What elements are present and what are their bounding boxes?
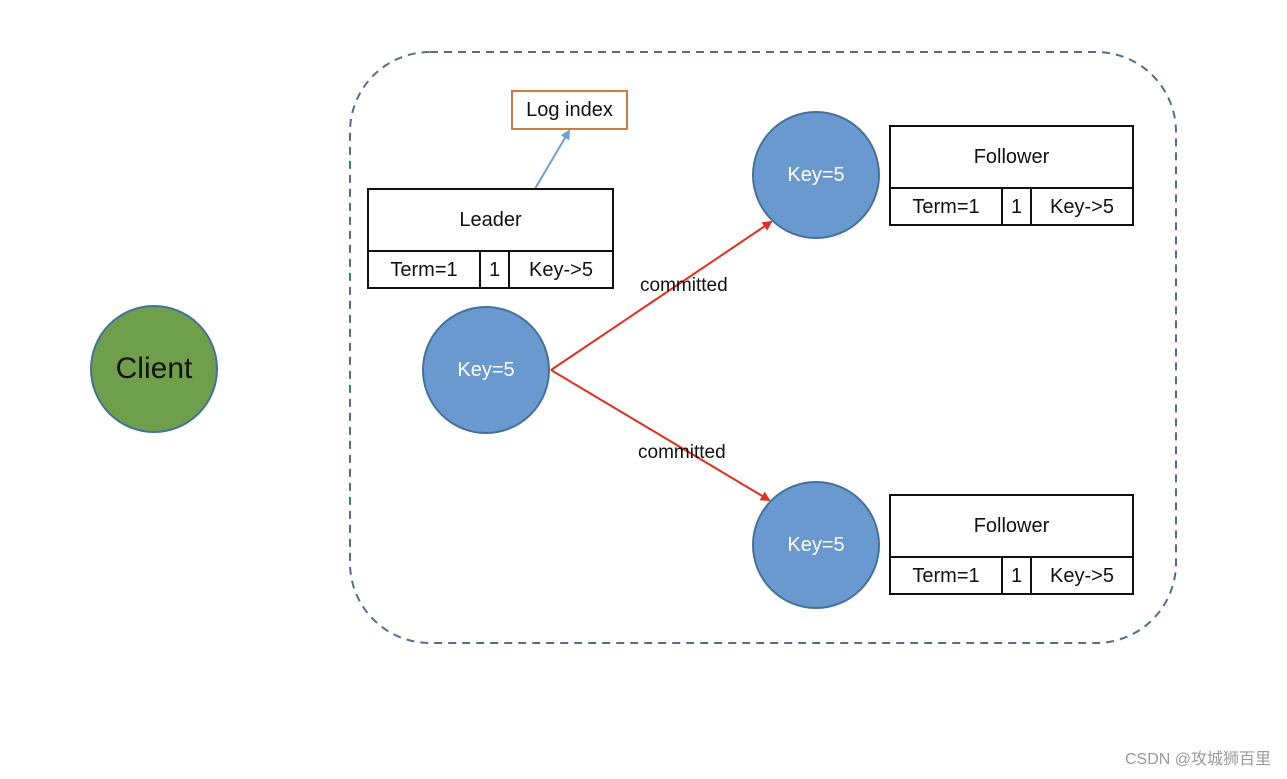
follower-1-node: Key=5 — [752, 111, 880, 239]
follower-1-node-label: Key=5 — [787, 163, 845, 186]
leader-index-cell: 1 — [481, 252, 510, 289]
follower-2-node-label: Key=5 — [787, 533, 845, 556]
leader-table-title: Leader — [369, 190, 612, 252]
follower-2-index-cell: 1 — [1003, 558, 1032, 595]
commit-label-follower-1: committed — [640, 275, 728, 296]
cluster-boundary — [349, 51, 1177, 644]
leader-node-label: Key=5 — [457, 358, 515, 381]
watermark: CSDN @攻城狮百里 — [1124, 751, 1271, 768]
leader-log-entry-row: Term=1 1 Key->5 — [369, 252, 612, 289]
commit-arrow-to-follower-1 — [550, 220, 773, 371]
follower-2-log-entry-row: Term=1 1 Key->5 — [891, 558, 1132, 595]
follower-2-term-cell: Term=1 — [891, 558, 1003, 595]
follower-1-index-cell: 1 — [1003, 189, 1032, 226]
leader-entry-cell: Key->5 — [529, 259, 593, 281]
commit-arrow-to-follower-2 — [550, 369, 771, 502]
follower-1-entry-cell: Key->5 — [1050, 196, 1114, 218]
leader-term-cell: Term=1 — [369, 252, 481, 289]
log-index-box: Log index — [511, 90, 628, 130]
leader-node: Key=5 — [422, 306, 550, 434]
follower-2-table-title: Follower — [891, 496, 1132, 558]
client-node: Client — [90, 305, 218, 433]
follower-1-table-title: Follower — [891, 127, 1132, 189]
log-index-label: Log index — [526, 98, 613, 121]
client-label: Client — [115, 352, 193, 385]
follower-2-node: Key=5 — [752, 481, 880, 609]
follower-1-log-table: Follower Term=1 1 Key->5 — [889, 125, 1134, 226]
leader-log-table: Leader Term=1 1 Key->5 — [367, 188, 614, 289]
follower-2-entry-cell: Key->5 — [1050, 565, 1114, 587]
commit-label-follower-2: committed — [638, 442, 726, 463]
follower-1-term-cell: Term=1 — [891, 189, 1003, 226]
follower-2-log-table: Follower Term=1 1 Key->5 — [889, 494, 1134, 595]
follower-1-log-entry-row: Term=1 1 Key->5 — [891, 189, 1132, 226]
